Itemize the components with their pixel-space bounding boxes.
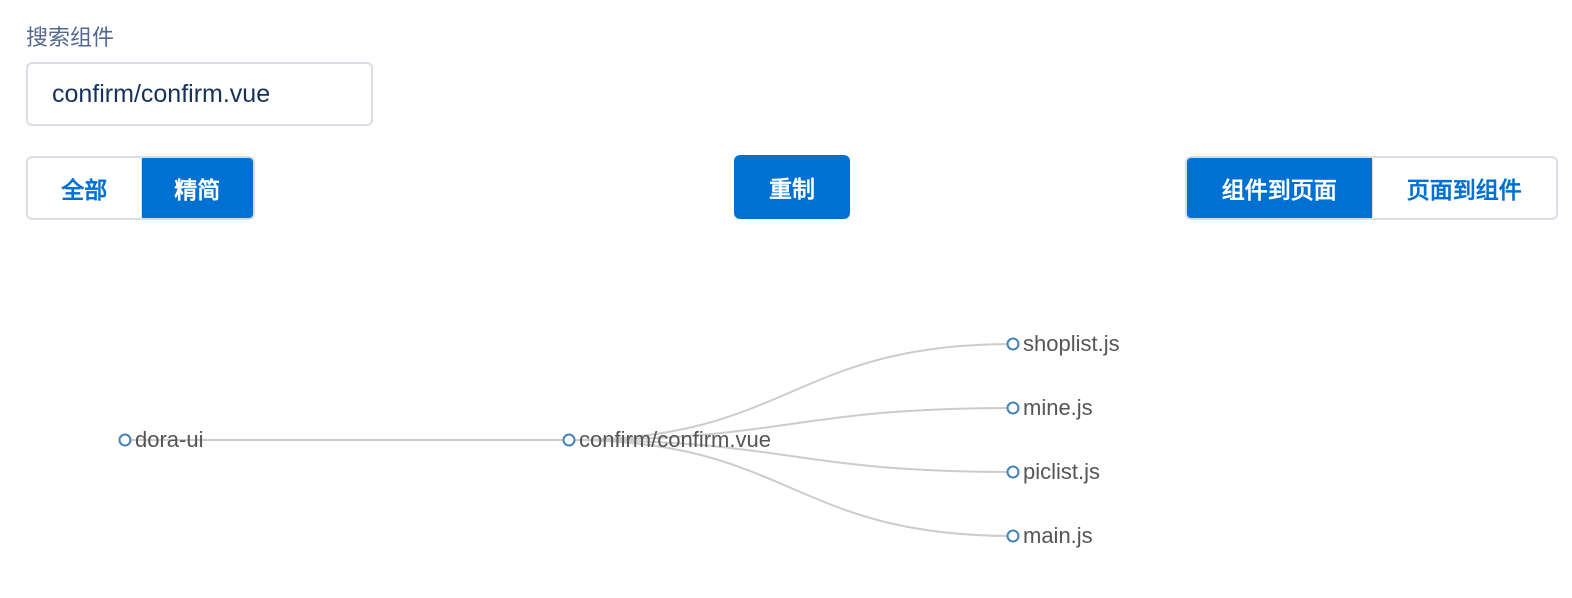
direction-toggle-group: 组件到页面 页面到组件 <box>1185 156 1558 220</box>
tree-node[interactable]: piclist.js <box>1006 459 1101 484</box>
tree-node-circle[interactable] <box>1006 529 1020 543</box>
tree-node-circle[interactable] <box>1006 465 1020 479</box>
tree-node-circle[interactable] <box>1006 401 1020 415</box>
tree-node[interactable]: main.js <box>1006 523 1093 548</box>
tree-node-circle[interactable] <box>1006 337 1020 351</box>
mode-all-button[interactable]: 全部 <box>28 158 141 218</box>
tree-link <box>568 439 1014 473</box>
tree-node-label: piclist.js <box>1023 459 1100 484</box>
mode-simple-button[interactable]: 精简 <box>140 158 253 218</box>
reset-button[interactable]: 重制 <box>734 155 850 219</box>
tree-node[interactable]: confirm/confirm.vue <box>562 427 771 452</box>
tree-node[interactable]: shoplist.js <box>1006 331 1120 356</box>
tree-node-label: mine.js <box>1023 395 1093 420</box>
mode-toggle-group: 全部 精简 <box>26 156 255 220</box>
tree-node-label: confirm/confirm.vue <box>579 427 771 452</box>
search-label: 搜索组件 <box>26 26 115 51</box>
tree-node[interactable]: mine.js <box>1006 395 1093 420</box>
tree-node-circle[interactable] <box>562 433 576 447</box>
page-to-component-button[interactable]: 页面到组件 <box>1371 158 1556 218</box>
component-to-page-button[interactable]: 组件到页面 <box>1187 158 1372 218</box>
tree-node-circle[interactable] <box>118 433 132 447</box>
tree-node-label: shoplist.js <box>1023 331 1120 356</box>
search-input[interactable] <box>26 62 373 126</box>
tree-node-label: dora-ui <box>135 427 203 452</box>
tree-node-label: main.js <box>1023 523 1093 548</box>
tree-link <box>568 439 1014 537</box>
tree-link <box>568 407 1014 441</box>
tree-link <box>568 343 1014 441</box>
tree-node[interactable]: dora-ui <box>118 427 204 452</box>
